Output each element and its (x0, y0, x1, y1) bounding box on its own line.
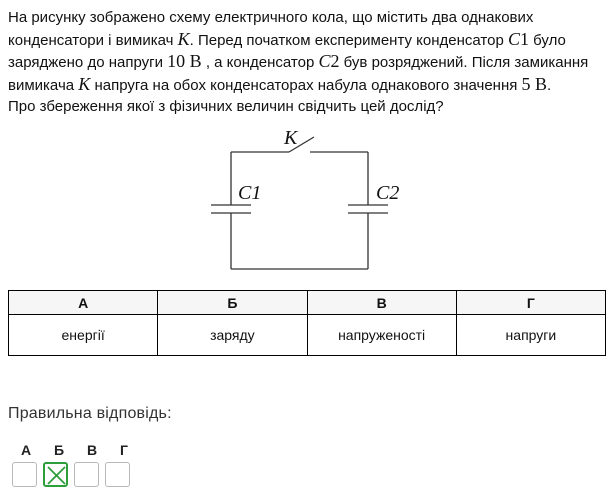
capacitor-c2-label: C2 (376, 182, 399, 204)
answer-letter-b: Б (54, 442, 65, 458)
initial-voltage: 10 В (167, 51, 202, 71)
circuit-diagram: K C1 C2 (211, 127, 399, 270)
capacitor-symbol: C (318, 51, 331, 71)
question-part: . (547, 76, 552, 94)
answer-label: Правильна відповідь: (8, 405, 172, 422)
option-header-b: Б (157, 290, 308, 315)
answer-checkbox-d[interactable] (105, 462, 130, 487)
question-part: , а конденсатор (201, 54, 319, 71)
question-part: . Перед початком експерименту конденсато… (189, 31, 508, 49)
option-value-b: заряду (157, 314, 308, 356)
capacitor-index: 2 (330, 51, 340, 71)
answer-checkbox-b[interactable] (43, 462, 68, 487)
capacitor-index: 1 (519, 28, 529, 49)
options-header-row: А Б В Г (7, 290, 607, 315)
answer-grid: А Б В Г (12, 442, 144, 487)
question-prompt: Про збереження якої з фізичних величин с… (8, 98, 444, 115)
question-part: На рисунку зображено схему електричного … (8, 9, 534, 49)
switch-label: K (283, 127, 299, 149)
capacitor-symbol: C (507, 28, 520, 49)
question-part: було заряджено до напруги (8, 31, 566, 72)
cross-check-icon (47, 466, 66, 485)
answer-checkbox-a[interactable] (12, 462, 37, 487)
switch-symbol: K (177, 28, 190, 49)
question-part: був розряджений. Після замикання вимикач… (8, 54, 589, 94)
option-header-a: А (7, 290, 159, 315)
option-value-d: напруги (455, 314, 607, 356)
final-voltage: 5 В (521, 73, 548, 94)
question-part: напруга на обох конденсаторах набула одн… (90, 76, 522, 94)
answer-letter-a: А (21, 442, 32, 458)
option-value-a: енергії (7, 314, 159, 356)
option-header-d: Г (455, 290, 607, 315)
answer-letter-c: В (87, 442, 98, 458)
option-value-c: напруженості (306, 314, 457, 356)
capacitor-c1-label: C1 (238, 182, 261, 204)
answer-checkbox-c[interactable] (74, 462, 99, 487)
options-table: А Б В Г енергії заряду напруженості напр… (7, 290, 607, 356)
answer-letter-d: Г (120, 442, 128, 458)
question-text: На рисунку зображено схему електричного … (8, 7, 608, 118)
switch-blade (288, 136, 315, 153)
switch-symbol: K (78, 73, 91, 94)
options-value-row: енергії заряду напруженості напруги (7, 314, 607, 356)
option-header-c: В (306, 290, 457, 315)
